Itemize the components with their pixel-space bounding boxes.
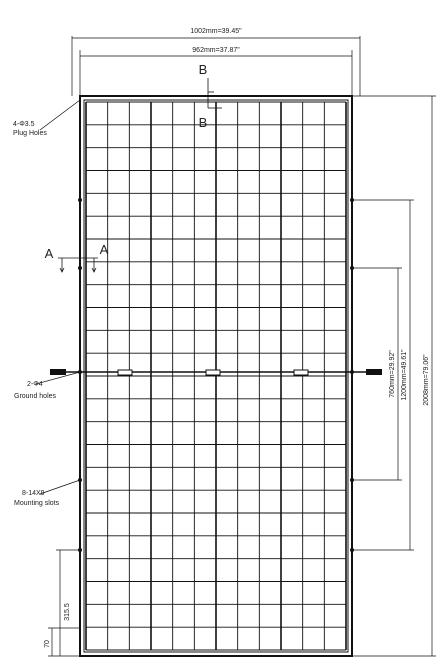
- ground-holes-label: Ground holes: [14, 393, 57, 400]
- bottom-offset-large-label: 315.5: [64, 603, 71, 621]
- top-dimensions: [71, 36, 361, 96]
- junction-box-3: [293, 369, 309, 376]
- mounting-slots-spec: 8-14X9: [22, 490, 45, 497]
- section-mark-a: [58, 257, 98, 273]
- hole-spacing-inner-label: 760mm=29.92": [389, 350, 396, 398]
- section-mark-b: [207, 78, 222, 109]
- junction-box-1: [117, 369, 133, 376]
- junction-box-2: [205, 369, 221, 376]
- bottom-offset-small-label: 70: [44, 640, 51, 648]
- panel-inner-frame: [83, 99, 349, 653]
- frame-width-label: 962mm=37.87": [192, 47, 240, 54]
- mounting-slots-label: Mounting slots: [14, 500, 60, 507]
- hole-spacing-outer-label: 1200mm=49.61": [401, 349, 408, 401]
- panel-outer-frame: [79, 95, 353, 657]
- ground-holes-spec: 2-Φ4: [27, 381, 43, 388]
- connector-left: [50, 369, 66, 375]
- cell-grid: [85, 101, 347, 651]
- right-dimensions: [352, 95, 436, 657]
- section-b-bottom: B: [199, 115, 208, 130]
- bottom-left-dimensions: [48, 549, 80, 657]
- connector-right: [366, 369, 382, 375]
- plug-holes-spec: 4-Φ3.5: [13, 121, 35, 128]
- plug-holes-label: Plug Holes: [13, 130, 47, 137]
- mounting-slots-leader: [39, 479, 81, 495]
- overall-width-label: 1002mm=39.45": [190, 28, 242, 35]
- ground-holes-leader: [35, 371, 81, 385]
- section-a-left: A: [45, 246, 54, 261]
- section-a-right: A: [100, 242, 109, 257]
- overall-height-label: 2008mm=79.06": [423, 354, 430, 406]
- plug-holes-leader: [39, 99, 81, 131]
- section-b-top: B: [199, 62, 208, 77]
